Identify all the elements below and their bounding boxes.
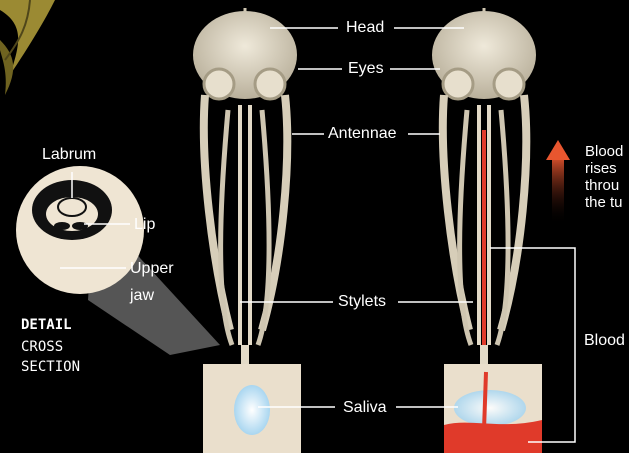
blood-label: Blood: [584, 332, 625, 350]
detail-subtitle-line2: SECTION: [21, 357, 80, 377]
mosquito-right: [432, 8, 536, 375]
blood-rises-line3: throu: [585, 178, 619, 194]
blood-rises-line1: Blood: [585, 144, 623, 160]
labrum-label: Labrum: [42, 146, 96, 164]
detail-subtitle-line1: CROSS: [21, 337, 63, 357]
blood-rises-arrow: [546, 140, 570, 225]
skin-block-right: [444, 364, 542, 453]
lip-label: Lip: [134, 216, 155, 234]
eyes-label: Eyes: [348, 60, 384, 78]
saliva-label: Saliva: [343, 399, 387, 417]
blood-pool: [444, 420, 542, 453]
head-label: Head: [346, 19, 384, 37]
upper-jaw-label-line2: jaw: [130, 287, 154, 305]
skin-block-left: [203, 364, 301, 453]
blood-rises-line4: the tu: [585, 195, 623, 211]
antennae-label: Antennae: [328, 125, 397, 143]
blood-rises-line2: rises: [585, 161, 617, 177]
detail-title: DETAIL: [21, 317, 72, 333]
mosquito-left: [193, 8, 297, 375]
saliva-drop: [234, 385, 270, 435]
upper-jaw-label-line1: Upper: [130, 260, 174, 278]
stylets-label: Stylets: [338, 293, 386, 311]
blood-tube: [482, 130, 486, 370]
plant-leaves: [0, 0, 55, 95]
